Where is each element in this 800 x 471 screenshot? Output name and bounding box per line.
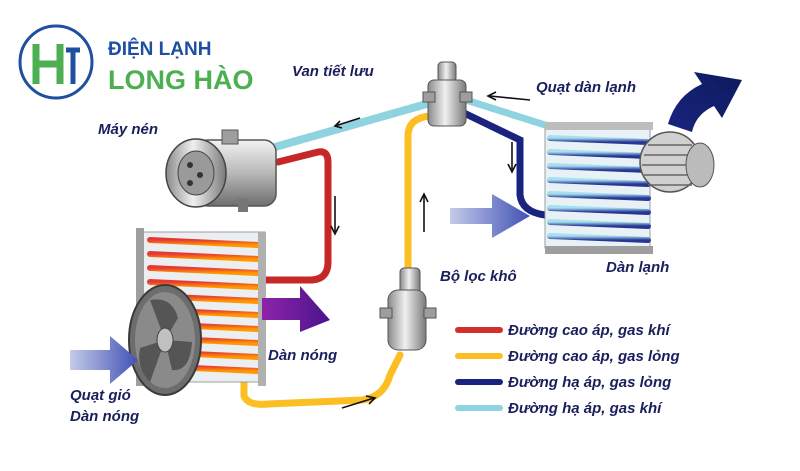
pipe-high-liquid-up (404, 112, 434, 274)
flow-arrows (330, 91, 531, 409)
flow-arrow-valve-compressor (334, 117, 361, 127)
receiver-drier (379, 267, 437, 351)
pipe-low-gas-evap (462, 96, 549, 129)
flow-arrow-bottom (341, 397, 375, 409)
pipe-low-gas (271, 99, 434, 151)
logo-h-icon (32, 44, 64, 84)
legend-label-high-liquid: Đường cao áp, gas lỏng (508, 348, 680, 365)
pipe-high-gas (258, 148, 332, 284)
evaporator (544, 122, 653, 254)
label-condenser-fan-line1: Quạt gió (70, 387, 131, 404)
legend-label-low-gas: Đường hạ áp, gas khí (508, 400, 663, 417)
evap-air-in-arrow (450, 194, 530, 238)
label-evaporator: Dàn lạnh (606, 259, 669, 276)
cold-air-arrow (668, 72, 742, 132)
pipe-low-liquid (460, 109, 549, 219)
condenser-fan (128, 284, 202, 396)
pipe-high-liquid-bottom (240, 351, 404, 408)
compressor (165, 129, 277, 212)
label-evaporator-fan: Quạt dàn lạnh (536, 79, 636, 96)
label-expansion-valve: Van tiết lưu (292, 63, 374, 80)
label-receiver-drier: Bộ lọc khô (440, 268, 517, 285)
label-compressor: Máy nén (98, 121, 158, 138)
hot-air-arrow (262, 286, 330, 332)
legend: Đường cao áp, gas khí Đường cao áp, gas … (455, 322, 680, 417)
brand-line2: LONG HÀO (108, 64, 254, 95)
brand-line1: ĐIỆN LẠNH (108, 38, 211, 60)
flow-arrow-evap-return (489, 95, 531, 101)
air-in-arrow (70, 336, 138, 384)
label-condenser: Dàn nóng (268, 347, 337, 364)
evaporator-fan (639, 131, 715, 193)
brand-logo: ĐIỆN LẠNH LONG HÀO (18, 24, 254, 100)
legend-label-high-gas: Đường cao áp, gas khí (508, 322, 671, 339)
label-condenser-fan-line2: Dàn nóng (70, 408, 139, 425)
legend-label-low-liquid: Đường hạ áp, gas lỏng (508, 374, 671, 391)
expansion-valve (422, 61, 473, 127)
